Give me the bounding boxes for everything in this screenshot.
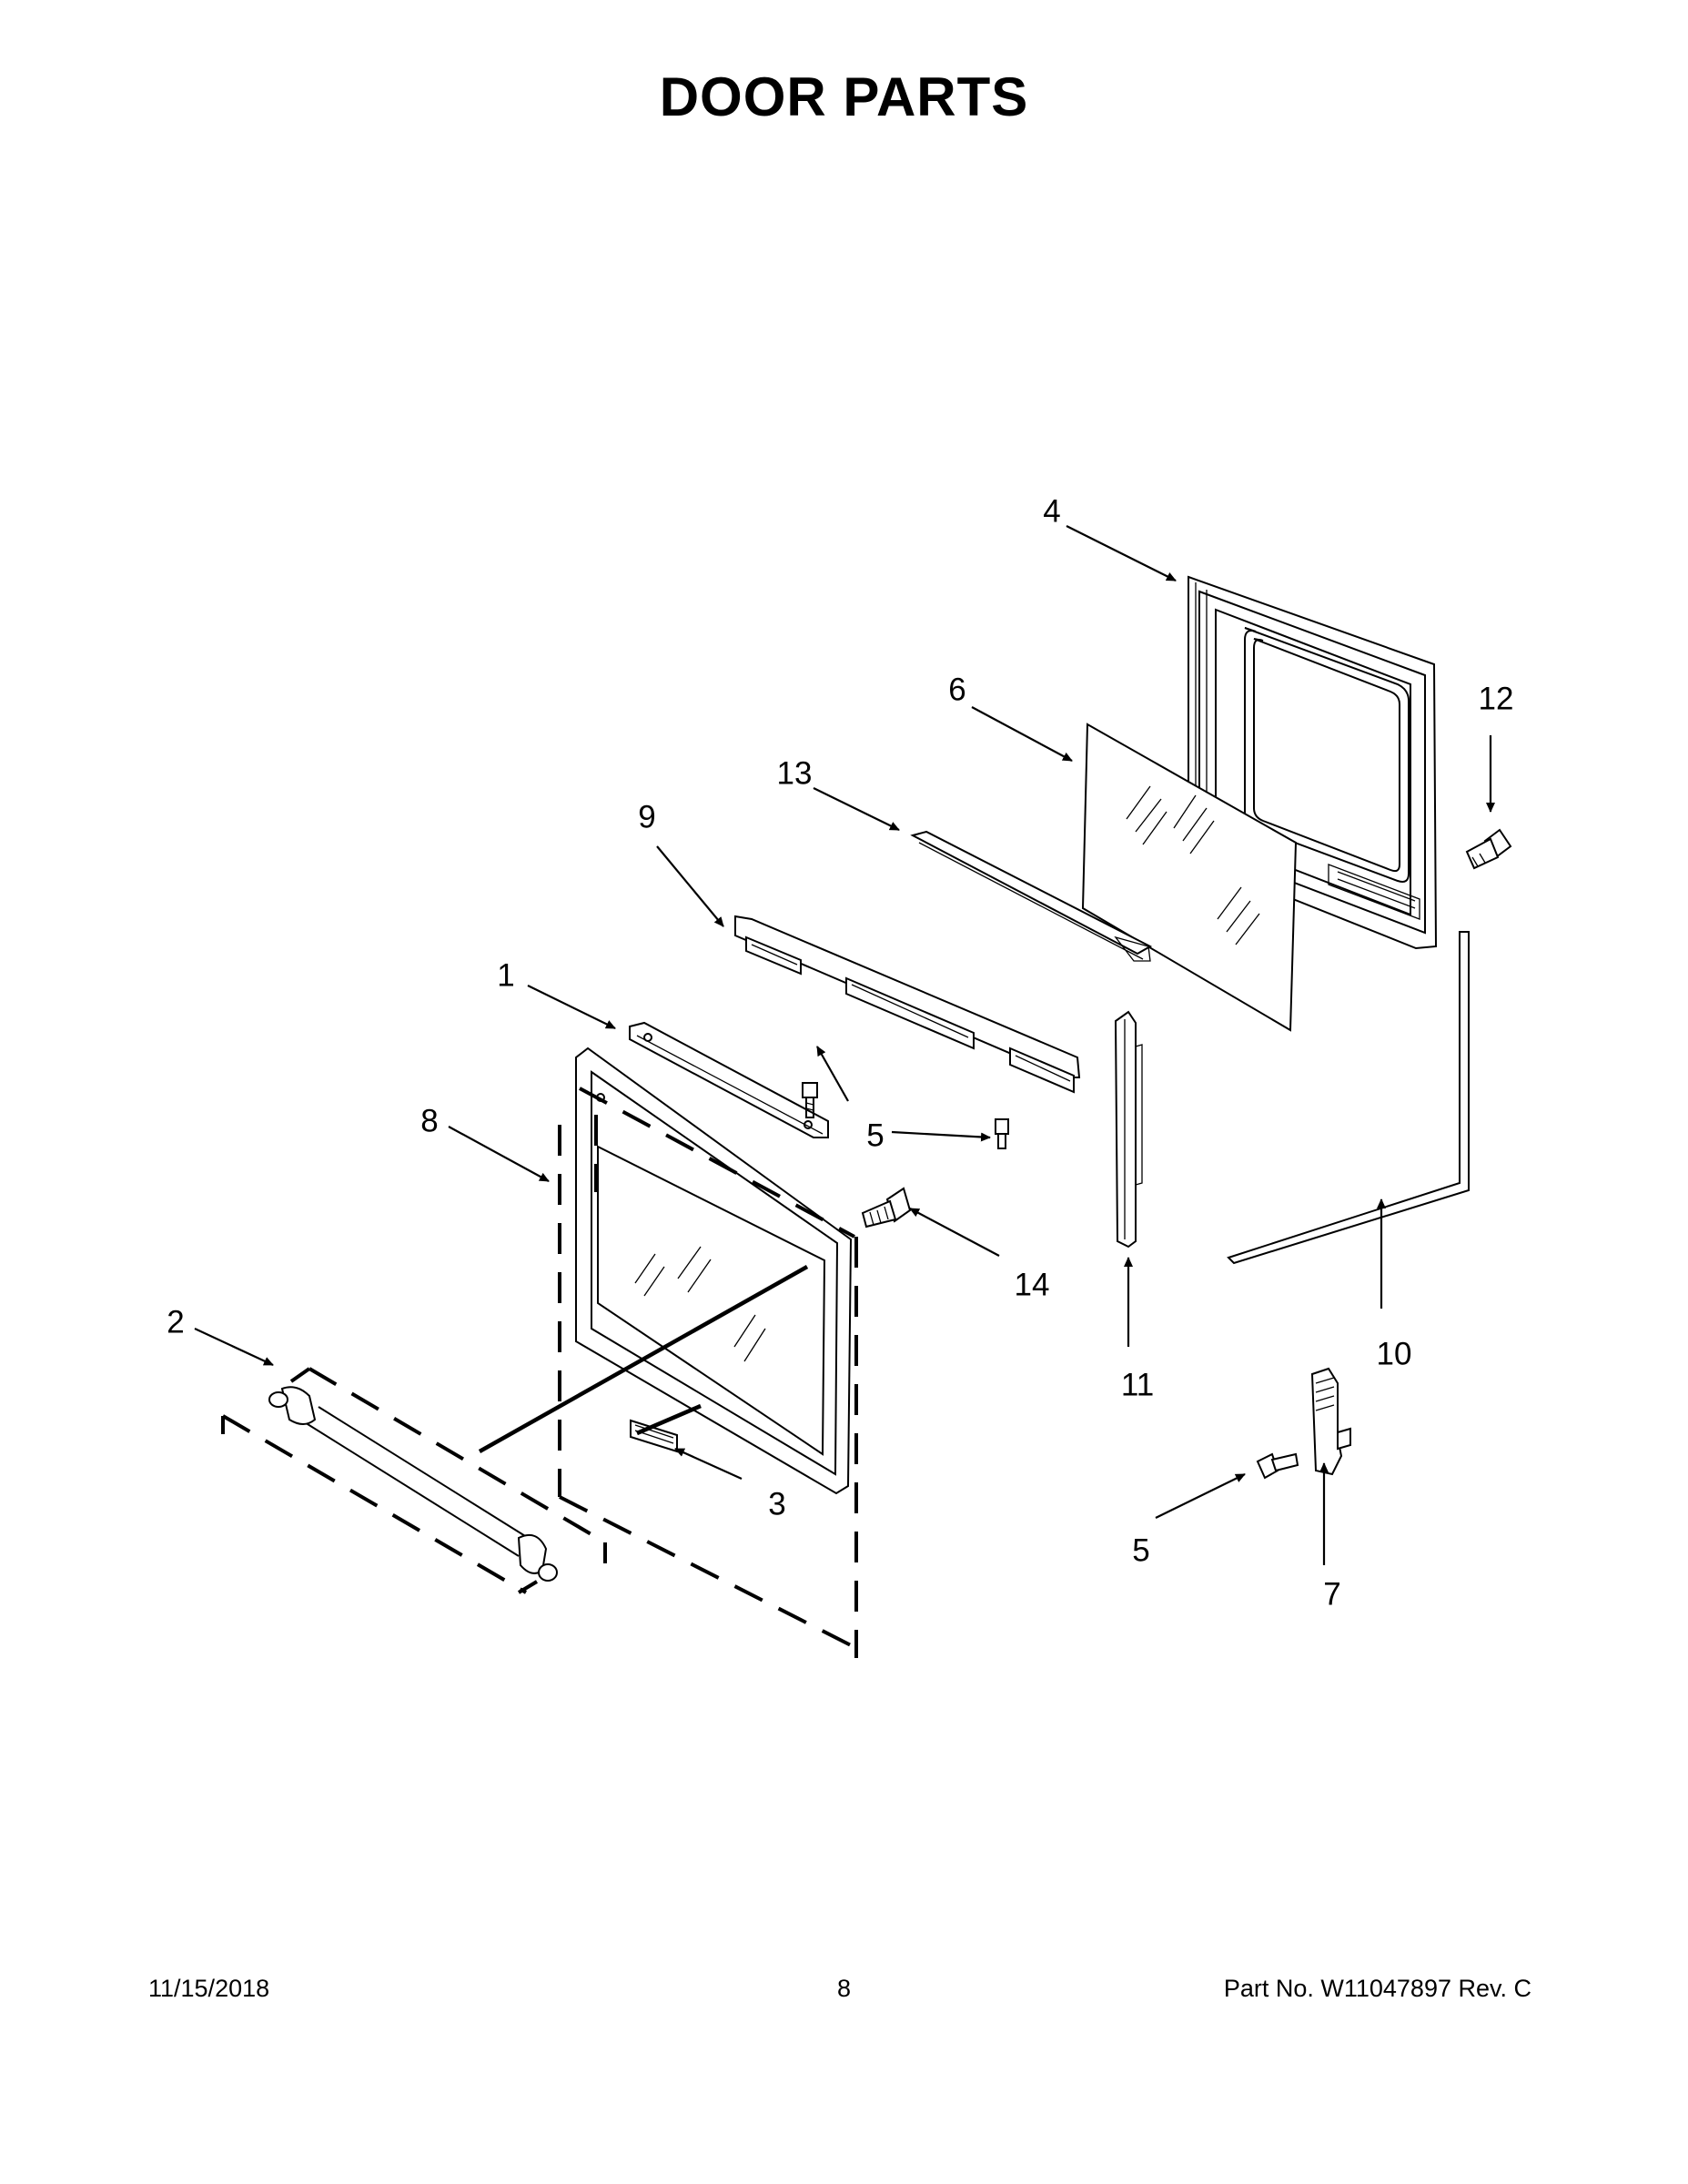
- part-13-trim-strip: [910, 830, 1153, 962]
- handle-alignment-line: [478, 1265, 809, 1453]
- part-5-screw-left: [802, 1082, 818, 1118]
- callout-7: 7: [1323, 1576, 1340, 1612]
- leader-arrows: [194, 525, 1495, 1565]
- part-9-vent-bracket: [734, 915, 1081, 1094]
- callout-3: 3: [768, 1486, 785, 1522]
- callout-labels: 4 6 12 13 9 1 5 8 14 2 3 11 10 5 7: [167, 493, 1513, 1612]
- footer-date: 11/15/2018: [148, 1975, 270, 2002]
- part-2-handle: [268, 1386, 558, 1582]
- callout-13: 13: [777, 755, 813, 791]
- part-6-door-glass: [1081, 723, 1298, 1032]
- callout-9: 9: [638, 799, 655, 834]
- footer-part-number: Part No. W11047897 Rev. C: [1223, 1975, 1531, 2002]
- footer-page-number: 8: [836, 1975, 852, 2002]
- callout-6: 6: [948, 672, 965, 707]
- part-1-bracket: [629, 1021, 829, 1138]
- part-11-channel: [1114, 1010, 1143, 1249]
- page-title: DOOR PARTS: [659, 66, 1029, 127]
- part-7-hinge: [1310, 1367, 1351, 1476]
- callout-12: 12: [1479, 681, 1514, 716]
- callout-5-upper: 5: [866, 1117, 884, 1153]
- part-5-screw-right: [995, 1118, 1009, 1149]
- callout-10: 10: [1377, 1336, 1412, 1371]
- part-5-screw-lower: [1256, 1452, 1299, 1480]
- part-10-gasket: [1227, 931, 1470, 1265]
- callout-14: 14: [1015, 1267, 1050, 1302]
- callout-5-lower: 5: [1132, 1532, 1149, 1568]
- glass-alignment-line: [636, 1403, 702, 1436]
- callout-8: 8: [420, 1103, 438, 1138]
- part-14-screw: [861, 1187, 912, 1228]
- callout-4: 4: [1043, 493, 1060, 529]
- part-12-screw: [1465, 828, 1512, 870]
- assembly-dashed-lines: [221, 1087, 858, 1658]
- callout-2: 2: [167, 1304, 184, 1340]
- callout-1: 1: [497, 957, 514, 993]
- part-8-outer-door: [575, 1046, 853, 1495]
- callout-11: 11: [1121, 1367, 1154, 1402]
